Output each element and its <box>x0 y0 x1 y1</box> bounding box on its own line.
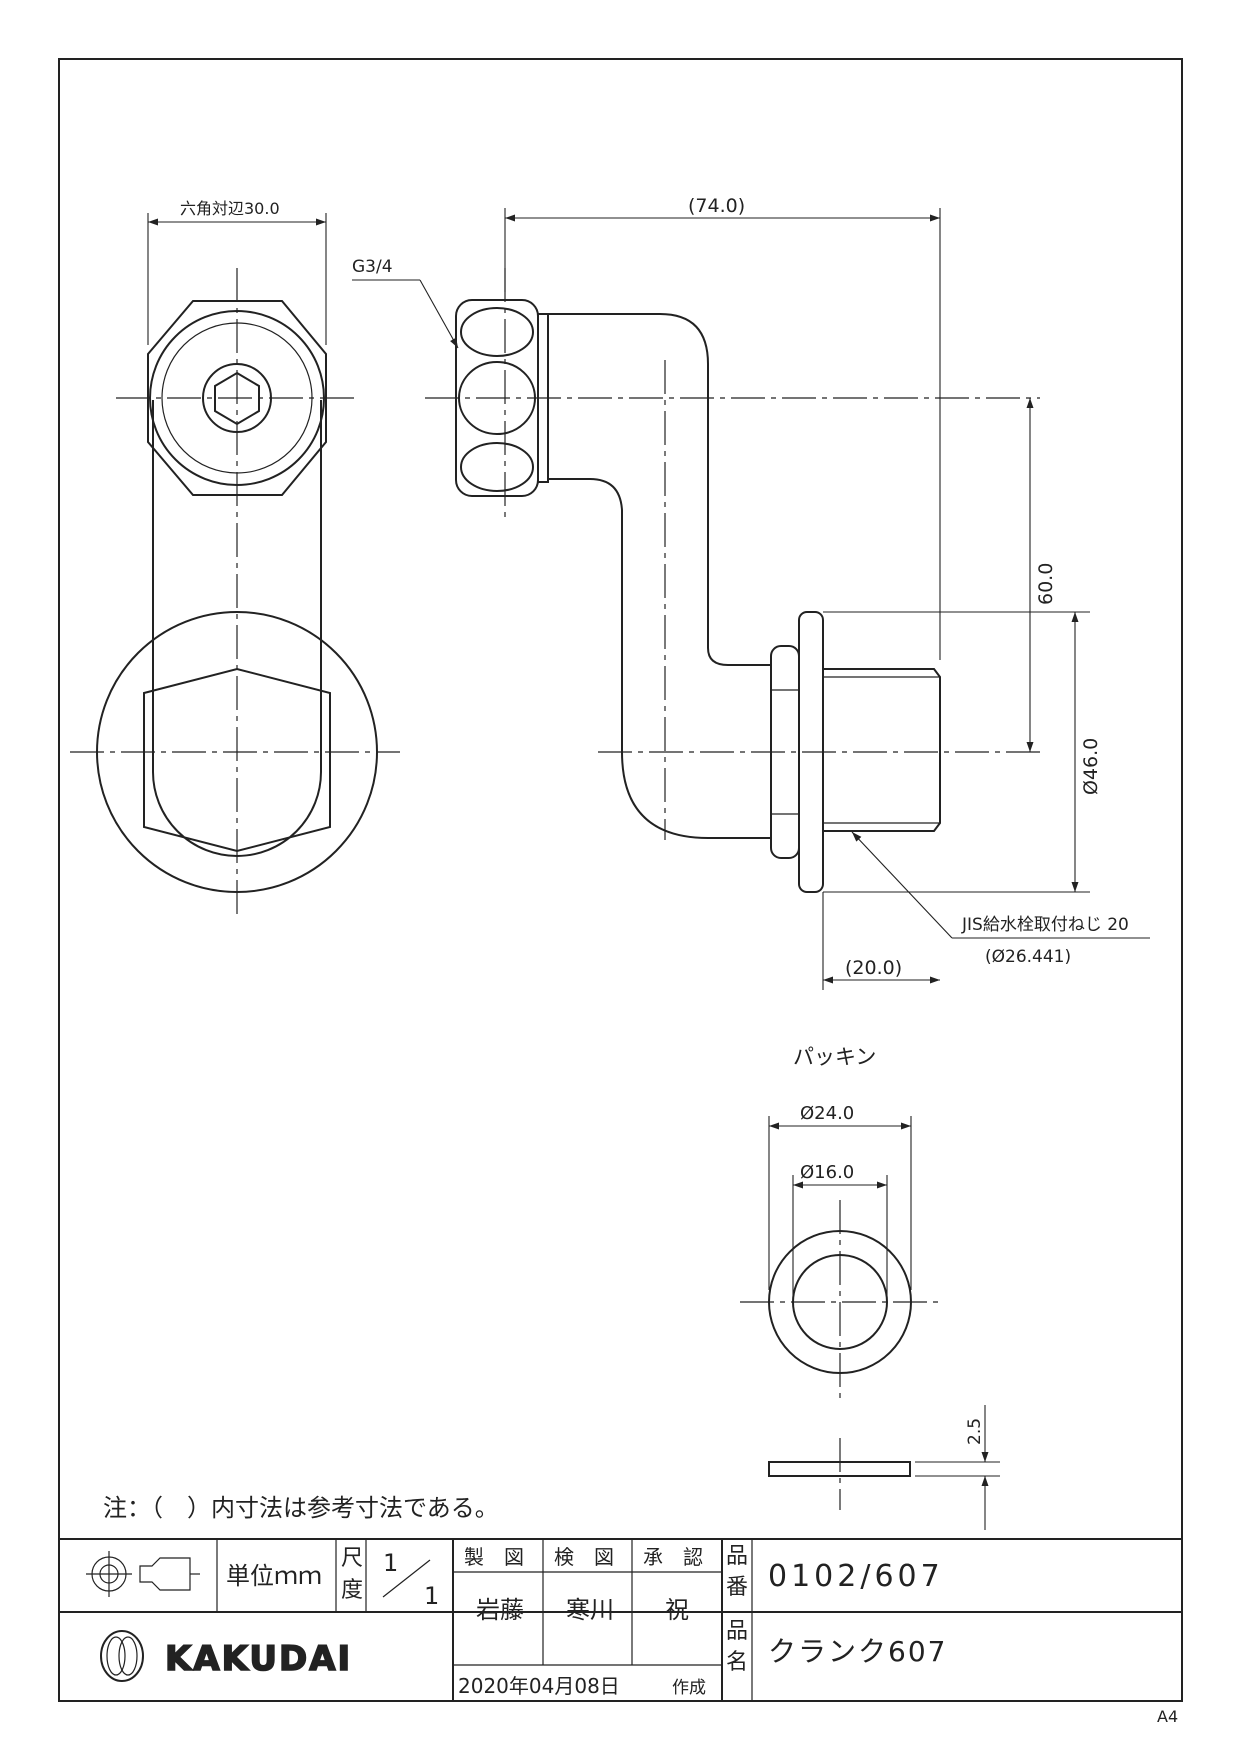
checked-by: 寒川 <box>566 1596 614 1624</box>
crank-body-outer <box>548 313 772 666</box>
dim-hex-across-flats: 六角対辺30.0 <box>180 199 280 218</box>
approved-by: 祝 <box>665 1596 689 1624</box>
sheet-size: A4 <box>1157 1707 1178 1726</box>
checked-label: 検 図 <box>554 1545 614 1569</box>
date: 2020年04月08日 <box>458 1674 620 1698</box>
dim-packing-thickness: 2.5 <box>965 1418 985 1445</box>
logo-wordmark: KAKUDAI <box>165 1639 352 1679</box>
dim-packing-inner: Ø16.0 <box>800 1162 854 1183</box>
end-view: 六角対辺30.0 <box>70 199 400 920</box>
scale-label-1: 尺 <box>341 1546 363 1571</box>
scale-label-2: 度 <box>341 1578 363 1603</box>
side-view: (74.0) G3/4 60.0 Ø46.0 JIS給水栓取付ねじ 20 (Ø2… <box>352 195 1150 990</box>
title-block: 単位ｍｍ 尺 度 1 1 製 図 検 図 承 認 岩藤 寒川 祝 2020年04… <box>59 1538 1182 1701</box>
dim-jis-thread: JIS給水栓取付ねじ 20 <box>961 915 1129 935</box>
unit-label: 単位ｍｍ <box>226 1562 322 1590</box>
drawn-by: 岩藤 <box>476 1596 524 1624</box>
cap-hex-nut <box>147 300 327 496</box>
created-label: 作成 <box>672 1678 706 1698</box>
part-name-label-1: 品 <box>726 1619 748 1644</box>
dim-thread-top: G3/4 <box>352 257 393 277</box>
part-name-label-2: 名 <box>726 1650 748 1675</box>
part-name: クランク607 <box>768 1635 947 1668</box>
approved-label: 承 認 <box>643 1545 703 1569</box>
dim-packing-outer: Ø24.0 <box>800 1103 854 1124</box>
dim-length: (74.0) <box>688 195 745 217</box>
kakudai-logo: KAKUDAI <box>100 1630 352 1682</box>
crank-body-inner <box>548 478 772 839</box>
third-angle-projection-icon <box>86 1551 200 1597</box>
threaded-spigot <box>822 668 941 832</box>
note-reference-dims: 注：（ ）内寸法は参考寸法である。 <box>103 1494 499 1522</box>
part-number: 0102/607 <box>768 1559 944 1594</box>
dim-height: 60.0 <box>1035 563 1057 605</box>
sheet-border <box>58 58 1183 1702</box>
packing-view: パッキン Ø24.0 Ø16.0 2.5 <box>740 1045 1000 1530</box>
packing-title: パッキン <box>793 1045 876 1069</box>
part-no-label-1: 品 <box>726 1544 748 1569</box>
part-no-label-2: 番 <box>726 1575 748 1600</box>
dim-jis-thread-dia: (Ø26.441) <box>985 947 1071 967</box>
dim-flange-dia: Ø46.0 <box>1080 738 1102 795</box>
scale-numerator: 1 <box>383 1549 398 1577</box>
dim-spigot-length: (20.0) <box>845 957 902 979</box>
drawn-label: 製 図 <box>464 1545 524 1569</box>
scale-denominator: 1 <box>424 1582 439 1610</box>
